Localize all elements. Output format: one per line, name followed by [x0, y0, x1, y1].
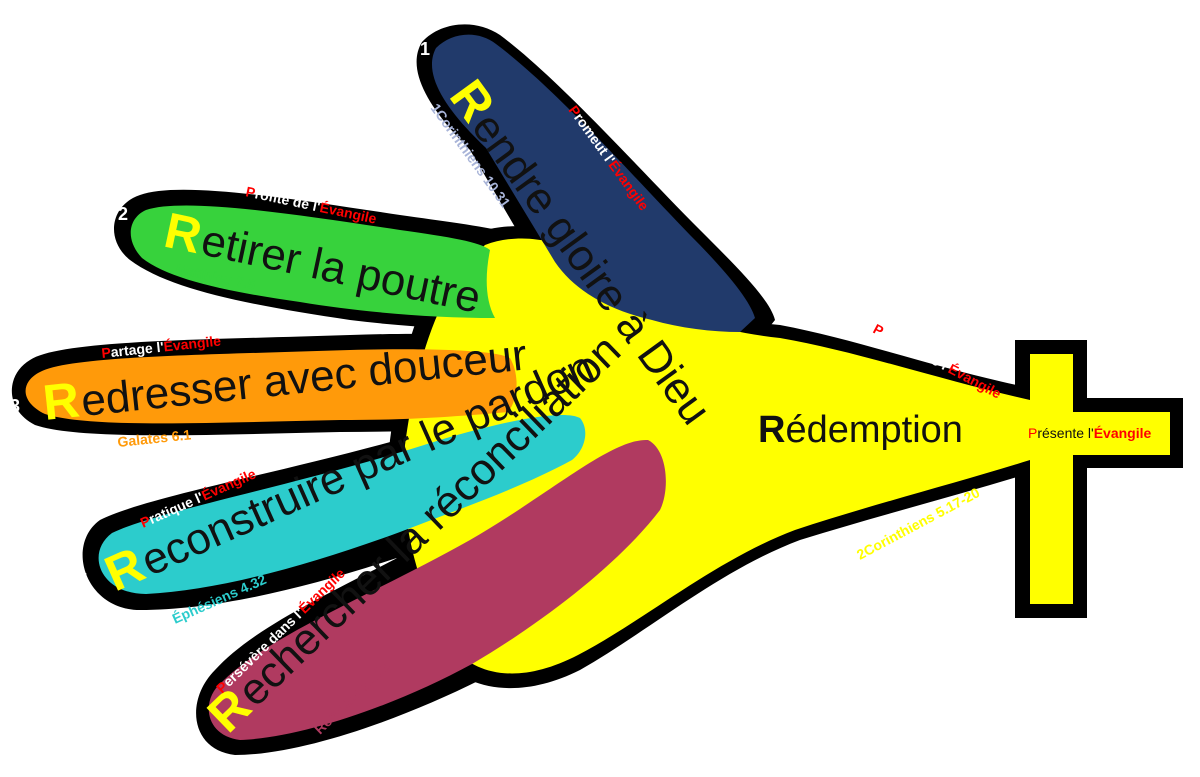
cross-label: Présente l'Évangile [1028, 425, 1152, 441]
finger-5-fill [208, 439, 666, 740]
finger-2-fill [130, 205, 495, 318]
finger-1-fill [431, 34, 755, 332]
cross-fill-horizontal [1030, 412, 1170, 455]
finger-3-reference: Galates 6.1 [117, 426, 192, 450]
center-title: Rédemption [758, 409, 963, 451]
finger-1-number: 1 [420, 39, 430, 59]
cross-fill-vertical [1030, 354, 1073, 604]
finger-3-number: 3 [10, 396, 20, 416]
hand-fills [25, 34, 1170, 740]
finger-2-number: 2 [118, 204, 128, 224]
finger-3-caption: Partage l'Évangile [101, 332, 222, 360]
finger-5-number: 5 [192, 732, 202, 752]
finger-4-number: 4 [78, 570, 88, 590]
finger-4-fill [98, 414, 586, 594]
finger-3-fill [25, 349, 517, 424]
